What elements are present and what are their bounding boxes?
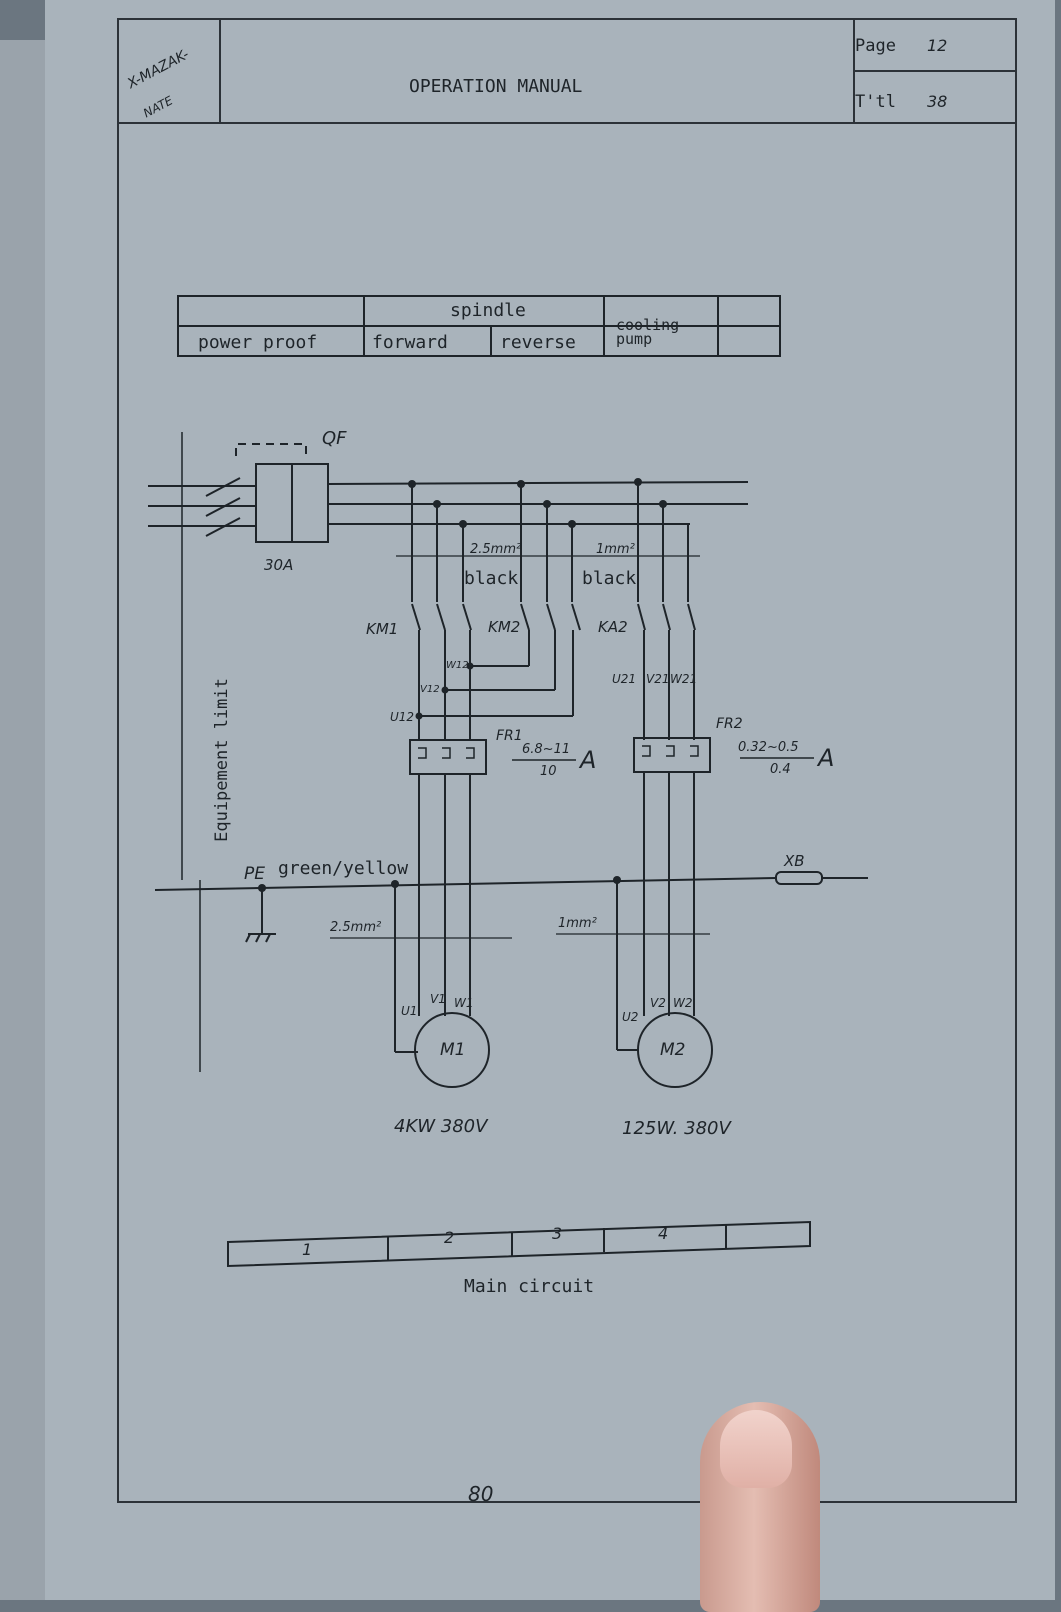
- footer-page-number: 80: [468, 1482, 494, 1506]
- motor-m2: [637, 1012, 713, 1088]
- label-u12: U12: [390, 710, 415, 724]
- label-wire-color-2: black: [582, 568, 637, 589]
- label-pe-color: green/yellow: [278, 858, 409, 879]
- total-pages-label: T'tl: [855, 92, 896, 112]
- table-group-spindle: spindle: [450, 300, 526, 321]
- label-fr2-setting: 0.4: [770, 762, 791, 777]
- page-label: Page: [855, 36, 896, 56]
- label-wire-size-top-right: 1mm²: [596, 542, 635, 557]
- label-wire-color-1: black: [464, 568, 519, 589]
- label-xb: XB: [784, 852, 805, 870]
- column-number-3: 3: [552, 1224, 563, 1243]
- label-wire-size-bottom-left: 2.5mm²: [330, 920, 382, 935]
- label-fr2: FR2: [716, 716, 743, 732]
- label-motor-m1: M1: [440, 1040, 466, 1060]
- label-w21: W21: [670, 672, 698, 686]
- manual-page: X-MAZAK- NATE OPERATION MANUAL Page 12 T…: [45, 0, 1055, 1600]
- column-number-2: 2: [444, 1228, 455, 1247]
- figure-caption: Main circuit: [464, 1276, 595, 1297]
- document-title: OPERATION MANUAL: [409, 76, 583, 97]
- column-number-4: 4: [658, 1224, 669, 1243]
- thermal-relay-fr2: [633, 737, 711, 773]
- label-ka2: KA2: [598, 618, 628, 636]
- table-cell-forward: forward: [372, 332, 448, 353]
- label-m1-u: U1: [401, 1004, 418, 1018]
- label-equipment-limit: Equipement limit: [212, 678, 232, 842]
- label-motor-m2: M2: [660, 1040, 686, 1060]
- label-motor-1-rating: 4KW 380V: [394, 1116, 488, 1137]
- label-m2-u: U2: [622, 1010, 639, 1024]
- label-km1: KM1: [366, 620, 399, 638]
- label-motor-2-rating: 125W. 380V: [622, 1118, 731, 1139]
- total-pages-value: 38: [927, 92, 948, 111]
- table-cell-reverse: reverse: [500, 332, 576, 353]
- label-v12: V12: [420, 684, 440, 695]
- table-cell-power-proof: power proof: [198, 332, 318, 353]
- label-fr2-unit: A: [818, 744, 835, 772]
- label-breaker-rating: 30A: [264, 556, 294, 574]
- label-wire-size-bottom-right: 1mm²: [558, 916, 597, 931]
- label-fr1-setting: 10: [540, 764, 557, 779]
- label-fr1-range: 6.8~11: [522, 742, 571, 757]
- label-m2-v: V2: [650, 996, 666, 1010]
- label-fr1: FR1: [496, 728, 523, 744]
- motor-m1: [414, 1012, 490, 1088]
- label-qf: QF: [322, 428, 347, 449]
- header-block: X-MAZAK- NATE OPERATION MANUAL Page 12 T…: [119, 20, 1015, 124]
- label-km2: KM2: [488, 618, 521, 636]
- fingernail: [720, 1410, 792, 1488]
- column-number-1: 1: [302, 1240, 313, 1259]
- page-frame: X-MAZAK- NATE OPERATION MANUAL Page 12 T…: [117, 18, 1017, 1503]
- label-u21: U21: [612, 672, 637, 686]
- label-w12: W12: [446, 660, 469, 671]
- label-fr1-unit: A: [580, 746, 597, 774]
- label-m1-v: V1: [430, 992, 446, 1006]
- label-v21: V21: [646, 672, 670, 686]
- label-fr2-range: 0.32~0.5: [738, 740, 799, 755]
- document-code-cell: X-MAZAK- NATE: [119, 20, 221, 122]
- column-strip: [227, 1220, 811, 1268]
- label-pe: PE: [244, 864, 265, 884]
- table-cell-cooling-pump: cooling pump: [616, 316, 680, 348]
- page-number: 12: [927, 36, 948, 55]
- thermal-relay-fr1: [409, 739, 487, 775]
- fuse-xb: [775, 871, 823, 885]
- label-m1-w: W1: [454, 996, 474, 1010]
- label-m2-w: W2: [673, 996, 693, 1010]
- page-info-cell: Page 12 T'tl 38: [853, 20, 1015, 122]
- label-wire-size-top-left: 2.5mm²: [470, 542, 522, 557]
